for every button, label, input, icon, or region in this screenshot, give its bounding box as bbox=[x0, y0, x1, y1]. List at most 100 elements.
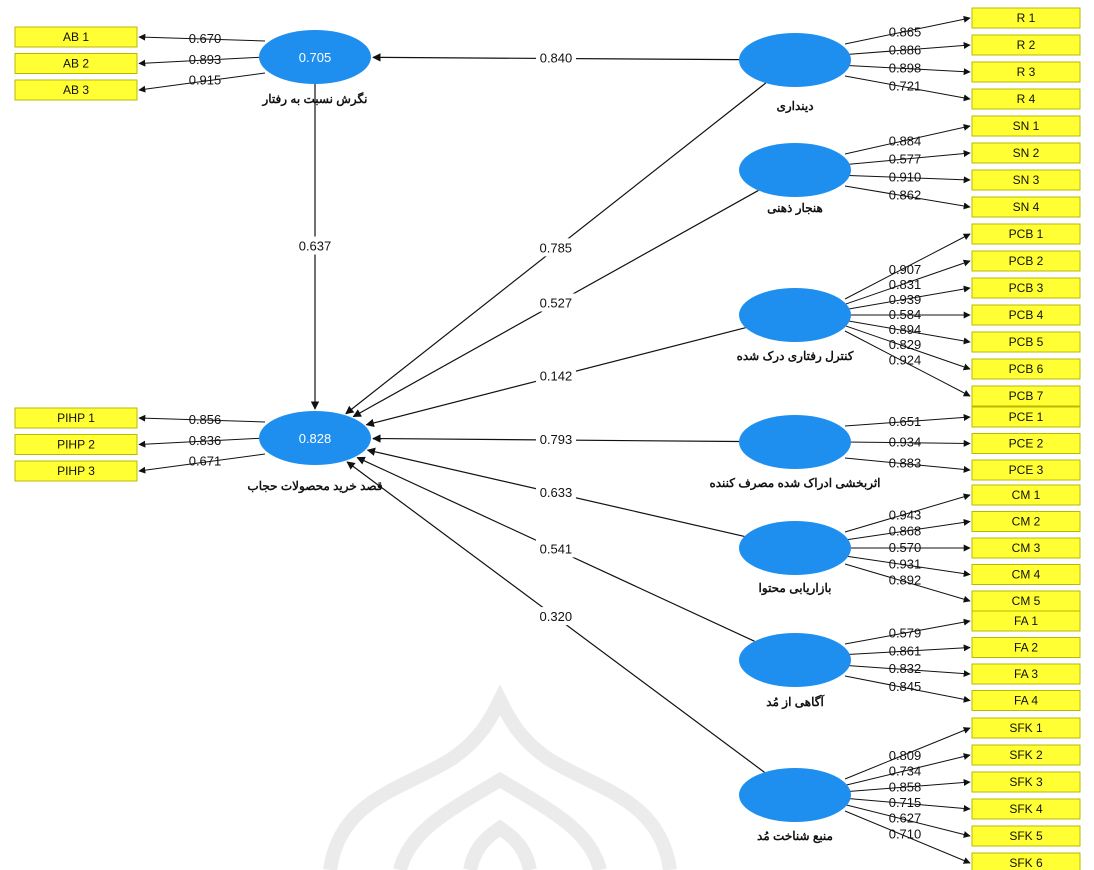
loading-arrow-sfk-3 bbox=[844, 779, 971, 793]
indicator-ab-2-label: AB 2 bbox=[63, 57, 89, 71]
loading-value: 0.671 bbox=[189, 454, 222, 469]
loading-arrow-ab-2 bbox=[138, 56, 266, 67]
loading-arrow-sfk-5 bbox=[844, 804, 971, 838]
loading-arrow-pcb-5 bbox=[844, 319, 971, 345]
indicator-r-4-box bbox=[971, 88, 1081, 110]
indicator-pcb-1-box bbox=[971, 223, 1081, 245]
indicator-cm-5-label: CM 5 bbox=[1012, 594, 1041, 608]
indicator-sn-1-label: SN 1 bbox=[1013, 119, 1040, 133]
indicator-pcb-2-label: PCB 2 bbox=[1009, 254, 1044, 268]
loading-arrow-pcb-6 bbox=[844, 325, 971, 371]
loading-arrow-fa-1 bbox=[844, 618, 971, 645]
indicator-fa-4-box bbox=[971, 690, 1081, 711]
path-label-bg bbox=[535, 483, 576, 502]
loading-arrow-pcb-1 bbox=[844, 233, 971, 300]
path-label-bg bbox=[536, 48, 576, 67]
indicator-pihp-1-box bbox=[14, 407, 138, 429]
loading-arrow-pihp-3 bbox=[138, 453, 266, 474]
loading-value: 0.715 bbox=[889, 795, 922, 810]
loading-value: 0.939 bbox=[889, 292, 922, 307]
path-label-bg bbox=[295, 236, 335, 255]
construct-sfk-label: منبع شناخت مُد bbox=[757, 829, 833, 844]
indicator-sfk-5-box bbox=[971, 825, 1081, 847]
indicator-cm-2-box bbox=[971, 511, 1081, 532]
loading-value: 0.910 bbox=[889, 169, 922, 184]
loading-arrow-pce-2 bbox=[844, 439, 971, 447]
loading-arrow-rel-3 bbox=[844, 64, 971, 76]
indicator-sn-2-label: SN 2 bbox=[1013, 146, 1040, 160]
construct-rel-circle bbox=[739, 33, 851, 87]
loading-arrow-pihp-1 bbox=[138, 414, 266, 423]
loading-value: 0.862 bbox=[889, 187, 922, 202]
loading-arrow-sfk-4 bbox=[844, 797, 971, 812]
path-label-bg bbox=[535, 366, 576, 385]
indicator-r-1-box bbox=[971, 7, 1081, 29]
path-coefficient-sn-pihp: 0.527 bbox=[540, 296, 573, 311]
loading-arrow-sn-2 bbox=[844, 150, 971, 166]
path-label-bg bbox=[535, 293, 576, 312]
indicator-r-2-box bbox=[971, 34, 1081, 56]
indicator-sn-2-box bbox=[971, 142, 1081, 164]
loading-arrow-sfk-1 bbox=[844, 727, 971, 780]
construct-cm-label: بازاریابی محتوا bbox=[759, 581, 832, 596]
loading-arrow-ab-3 bbox=[138, 72, 266, 93]
indicator-pcb-6-box bbox=[971, 358, 1081, 380]
indicator-sn-4-label: SN 4 bbox=[1013, 200, 1040, 214]
path-coefficient-cm-pihp: 0.633 bbox=[540, 485, 573, 500]
loading-value: 0.856 bbox=[189, 412, 222, 427]
loading-value: 0.710 bbox=[889, 826, 922, 841]
indicator-ab-3-box bbox=[14, 79, 138, 101]
indicator-fa-2-label: FA 2 bbox=[1014, 641, 1038, 655]
indicator-sfk-6-box bbox=[971, 852, 1081, 870]
indicator-cm-4-box bbox=[971, 564, 1081, 585]
loading-value: 0.831 bbox=[889, 277, 922, 292]
path-label-bg bbox=[535, 238, 576, 257]
indicator-pce-1-box bbox=[971, 406, 1081, 428]
loading-arrow-cm-1 bbox=[844, 493, 971, 533]
indicator-pihp-1-label: PIHP 1 bbox=[57, 411, 95, 425]
path-coefficient-rel-pihp: 0.785 bbox=[540, 240, 573, 255]
indicator-pcb-3-label: PCB 3 bbox=[1009, 281, 1044, 295]
indicator-pcb-5-label: PCB 5 bbox=[1009, 335, 1044, 349]
loading-value: 0.570 bbox=[889, 540, 922, 555]
indicator-pcb-2-box bbox=[971, 250, 1081, 272]
loading-value: 0.943 bbox=[889, 507, 922, 522]
loading-value: 0.670 bbox=[189, 31, 222, 46]
indicator-r-2-label: R 2 bbox=[1017, 38, 1036, 52]
loading-value: 0.883 bbox=[889, 455, 922, 470]
indicator-sn-1-box bbox=[971, 115, 1081, 137]
loading-value: 0.809 bbox=[889, 748, 922, 763]
construct-sfk-circle bbox=[739, 768, 851, 822]
indicator-cm-1-label: CM 1 bbox=[1012, 488, 1041, 502]
loading-arrow-rel-1 bbox=[844, 15, 971, 45]
construct-fa-circle bbox=[739, 633, 851, 687]
loading-value: 0.934 bbox=[889, 435, 922, 450]
loading-arrow-pcb-3 bbox=[844, 285, 971, 311]
loading-value: 0.836 bbox=[189, 433, 222, 448]
indicator-pihp-2-box bbox=[14, 434, 138, 455]
loading-arrow-cm-5 bbox=[844, 563, 971, 603]
indicator-fa-2-box bbox=[971, 637, 1081, 658]
indicator-pcb-7-label: PCB 7 bbox=[1009, 389, 1044, 403]
loading-value: 0.915 bbox=[189, 73, 222, 88]
construct-pihp-label: قصد خرید محصولات حجاب bbox=[247, 479, 382, 494]
indicator-cm-4-label: CM 4 bbox=[1012, 568, 1041, 582]
loading-value: 0.898 bbox=[889, 60, 922, 75]
loading-arrow-cm-2 bbox=[844, 518, 971, 541]
indicator-pce-3-label: PCE 3 bbox=[1009, 463, 1044, 477]
construct-sn-circle bbox=[739, 143, 851, 197]
loading-arrow-pcb-2 bbox=[844, 259, 971, 305]
indicator-sfk-5-label: SFK 5 bbox=[1009, 829, 1043, 843]
indicator-cm-3-box bbox=[971, 537, 1081, 559]
indicator-fa-4-label: FA 4 bbox=[1014, 694, 1038, 708]
indicator-sfk-3-label: SFK 3 bbox=[1009, 775, 1043, 789]
loading-arrow-pce-3 bbox=[844, 457, 971, 473]
construct-fa-label: آگاهی از مُد bbox=[766, 693, 825, 710]
indicator-pcb-5-box bbox=[971, 331, 1081, 353]
indicator-pihp-3-box bbox=[14, 460, 138, 482]
indicator-ab-3-label: AB 3 bbox=[63, 83, 89, 97]
loading-value: 0.924 bbox=[889, 352, 922, 367]
indicator-pce-1-label: PCE 1 bbox=[1009, 410, 1044, 424]
indicator-cm-1-box bbox=[971, 484, 1081, 506]
construct-ab-circle bbox=[259, 30, 371, 84]
